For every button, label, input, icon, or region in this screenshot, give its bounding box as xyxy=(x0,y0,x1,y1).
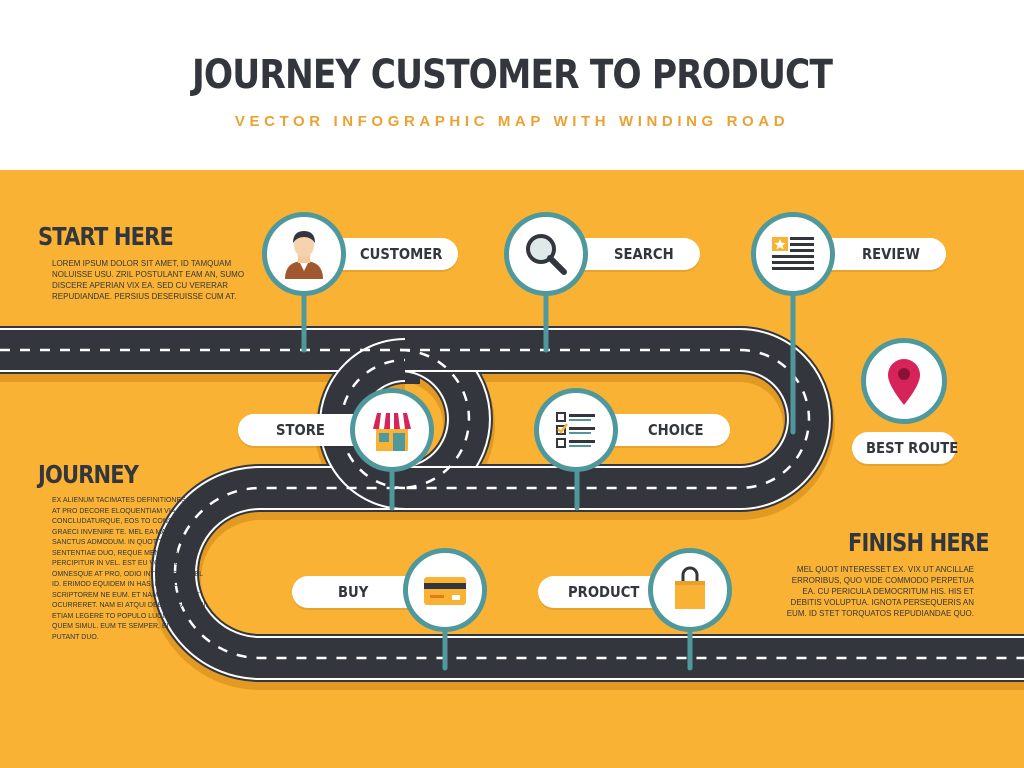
location-marker-icon xyxy=(888,359,920,405)
stop-label-product: PRODUCT xyxy=(568,583,640,601)
stop-label-buy: BUY xyxy=(338,583,369,601)
header: JOURNEY CUSTOMER TO PRODUCT VECTOR INFOG… xyxy=(0,0,1024,170)
stop-label-choice: CHOICE xyxy=(648,421,704,439)
stop-label-store: STORE xyxy=(276,421,325,439)
pin-buy xyxy=(403,548,487,632)
person-icon xyxy=(285,231,323,279)
journey-heading: JOURNEY xyxy=(38,460,139,489)
pin-stems xyxy=(301,287,796,671)
journey-text: EX ALIENUM TACIMATES DEFINITIONES EOS. A… xyxy=(52,497,208,641)
pin-best-route xyxy=(861,338,947,424)
finish-here-text: MEL QUOT INTERESSET EX. VIX UT ANCILLAE … xyxy=(786,565,974,618)
shopping-bag-icon xyxy=(675,566,705,609)
label-pill-best-route xyxy=(852,432,956,464)
page-subtitle: VECTOR INFOGRAPHIC MAP WITH WINDING ROAD xyxy=(234,113,790,130)
store-icon xyxy=(373,413,411,451)
pin-choice xyxy=(534,388,618,472)
stop-label-review: REVIEW xyxy=(862,245,920,263)
credit-card-icon xyxy=(424,577,466,605)
winding-road xyxy=(0,287,1024,690)
start-here-heading: START HERE xyxy=(38,222,174,251)
finish-here-heading: FINISH HERE xyxy=(848,528,990,557)
stop-label-customer: CUSTOMER xyxy=(360,245,443,263)
road-center-dashes xyxy=(0,348,1024,660)
stop-label-best-route: BEST ROUTE xyxy=(866,439,959,457)
start-here-text: LOREM IPSUM DOLOR SIT AMET, ID TAMQUAM N… xyxy=(52,259,245,301)
page-title: JOURNEY CUSTOMER TO PRODUCT xyxy=(191,52,833,98)
pin-customer xyxy=(262,212,346,296)
pin-product xyxy=(648,548,732,632)
infographic-map: START HERE LOREM IPSUM DOLOR SIT AMET, I… xyxy=(0,170,1024,768)
magnifier-icon xyxy=(526,234,567,275)
pin-review xyxy=(751,212,835,296)
pin-store xyxy=(350,388,434,472)
stop-label-search: SEARCH xyxy=(614,245,674,263)
review-list-icon xyxy=(772,237,814,270)
checklist-icon xyxy=(556,412,595,448)
pin-search xyxy=(504,212,588,296)
